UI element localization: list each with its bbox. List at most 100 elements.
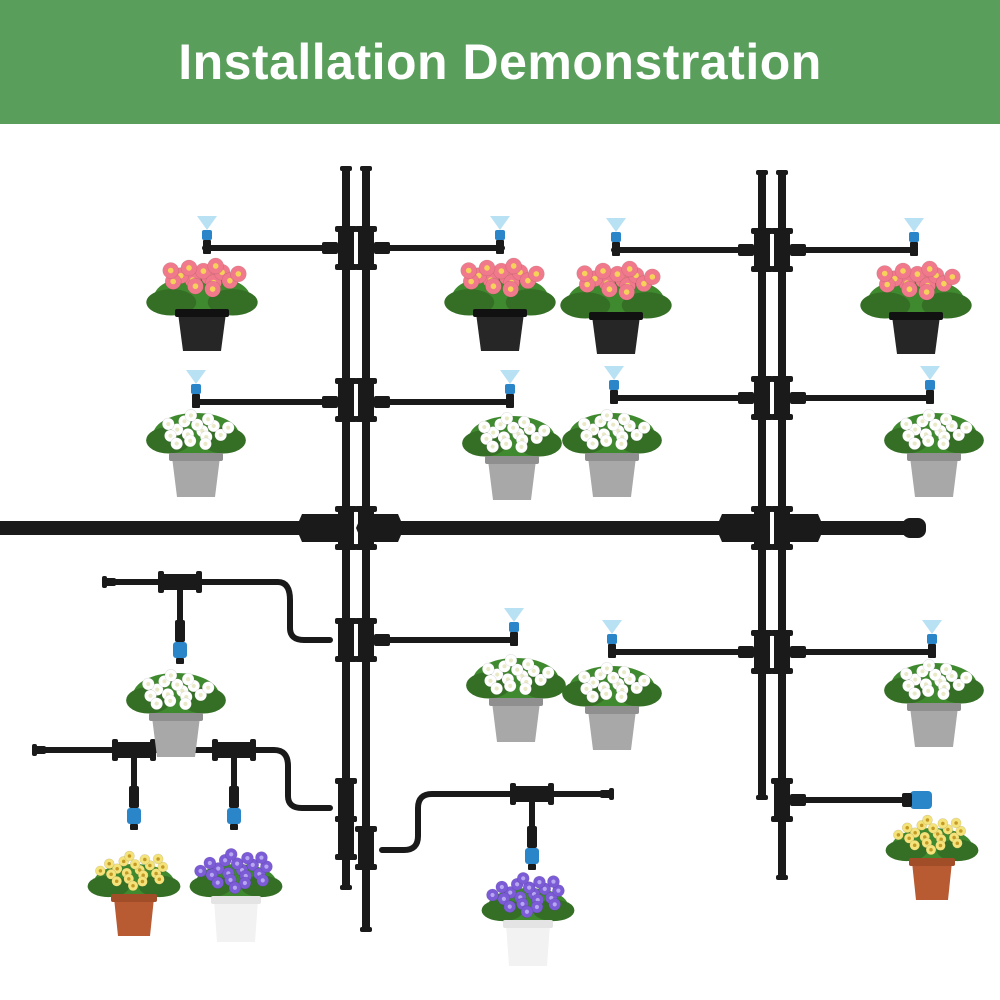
tee-ring-right [548, 783, 554, 805]
branch-tube [107, 579, 333, 643]
flower-center [627, 676, 632, 682]
tee-ring-bottom [751, 668, 773, 674]
mist-nozzle-icon [604, 366, 624, 404]
pot-body [114, 898, 154, 936]
flower-center [926, 438, 931, 443]
flower-center [175, 427, 180, 432]
pot-rim [473, 309, 527, 317]
tee-ring-top [335, 378, 357, 384]
mist-nozzle-icon [525, 826, 539, 870]
potted-plant-icon [884, 659, 984, 747]
flower-center [590, 694, 595, 699]
flower-center [115, 866, 119, 871]
nozzle-stem [612, 242, 620, 256]
flower-center [498, 422, 503, 427]
nozzle-head [910, 791, 932, 809]
flower-center [259, 855, 264, 860]
flower-center [223, 858, 228, 863]
flower-center [938, 843, 943, 848]
flower-center [525, 277, 531, 284]
flower-center [926, 413, 932, 418]
flower-center [520, 901, 525, 907]
leaf [939, 677, 984, 704]
cap-lip [340, 166, 352, 171]
flower-center [465, 267, 472, 274]
pot-body [912, 862, 952, 900]
flower-center [157, 877, 162, 881]
nozzle-tip [130, 824, 138, 830]
tee-ring-top [771, 778, 793, 784]
tee-body [358, 380, 374, 420]
tee-connector-icon [112, 739, 156, 761]
flower-center [141, 873, 145, 878]
flower-center [926, 688, 931, 693]
mist-nozzle-icon [127, 786, 141, 830]
flower-center [900, 268, 906, 274]
flower-center [211, 423, 216, 429]
tee-ring-right [196, 571, 202, 593]
mist-nozzle-icon [922, 620, 942, 658]
mist-spray [904, 218, 924, 232]
pot-rim [169, 453, 223, 461]
end-plug-icon [902, 518, 926, 538]
potted-plant-icon [885, 814, 979, 900]
hose-coupler-icon [716, 514, 764, 542]
elbow-stub [738, 244, 754, 256]
flower-center [884, 281, 890, 288]
flower-center [925, 841, 929, 845]
flower-center [114, 879, 119, 883]
flower-center [490, 892, 495, 898]
branch-tube [379, 791, 609, 853]
leaf [921, 292, 972, 319]
flower-center [926, 266, 933, 272]
flower-center [232, 885, 238, 890]
flower-center [619, 441, 624, 446]
nozzle-stem [203, 240, 211, 254]
tee-body [214, 742, 254, 758]
flower-center [482, 424, 487, 430]
flower-center [198, 692, 203, 698]
flower-center [490, 444, 495, 449]
flower-center [524, 909, 530, 914]
flower-center [604, 666, 610, 671]
cap-lip [609, 788, 614, 800]
nozzle-head [607, 634, 617, 644]
tee-ring-bottom [771, 544, 793, 550]
elbow-stub [790, 646, 806, 658]
tee-ring-bottom [771, 266, 793, 272]
tee-connector-icon [355, 826, 377, 870]
flower-center [186, 677, 191, 682]
potted-plant-icon [562, 662, 662, 750]
flower-center [124, 871, 129, 875]
nozzle-stem [506, 394, 514, 408]
nozzle-stem [229, 786, 239, 808]
nozzle-head [509, 622, 519, 632]
mist-nozzle-icon [902, 791, 932, 809]
nozzle-head [925, 380, 935, 390]
flower-center [107, 862, 111, 866]
flower-center [627, 423, 632, 429]
potted-plant-icon [146, 257, 258, 351]
leaf [521, 672, 566, 699]
flower-center [490, 283, 497, 290]
potted-plant-icon [87, 850, 181, 936]
tee-ring-top [771, 376, 793, 382]
flower-center [912, 843, 917, 847]
flower-center [206, 685, 211, 690]
flower-center [148, 863, 152, 868]
flower-center [611, 422, 616, 427]
tee-ring-bottom [355, 264, 377, 270]
tee-body [358, 828, 374, 868]
flower-center [598, 672, 603, 677]
tee-connector-icon [771, 376, 793, 420]
flower-center [634, 432, 639, 438]
flower-center [140, 879, 145, 884]
mist-nozzle-icon [606, 218, 626, 256]
mist-nozzle-icon [490, 216, 510, 254]
flower-center [922, 835, 927, 839]
tee-connector-icon [771, 228, 793, 272]
elbow-stub [374, 242, 390, 254]
flower-center [515, 667, 520, 672]
leaf [617, 427, 662, 454]
cap-lip [360, 927, 372, 932]
